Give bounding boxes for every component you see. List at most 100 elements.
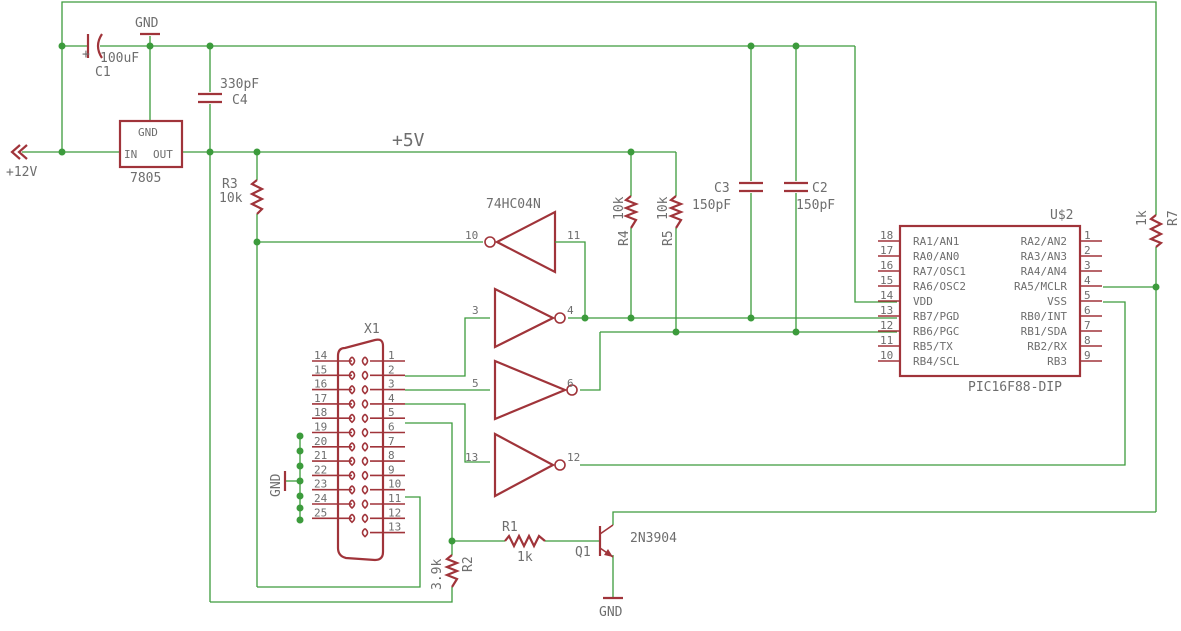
svg-text:GND: GND: [599, 605, 623, 620]
x1-pin-number: 12: [388, 506, 401, 519]
pic-pin-number: 17: [880, 244, 893, 257]
svg-text:X1: X1: [364, 322, 380, 337]
db25-connector-x1: X1 1234567891011121314151617181920212223…: [312, 322, 405, 562]
pic-pin-name: RB0/INT: [1021, 310, 1068, 323]
x1-pin-contact: [348, 470, 356, 481]
pic-pin-name: RB7/PGD: [913, 310, 959, 323]
svg-text:C2: C2: [812, 181, 828, 196]
pic-pin-name: RA7/OSC1: [913, 265, 966, 278]
junctions: [58, 42, 1160, 545]
x1-pin-number: 17: [314, 392, 327, 405]
svg-text:10k: 10k: [219, 191, 243, 206]
x1-pin-number: 19: [314, 421, 327, 434]
capacitor-c1: + 100uF C1: [82, 33, 139, 80]
x1-pin-contact: [361, 384, 369, 395]
svg-text:GND: GND: [138, 126, 158, 139]
svg-text:12: 12: [567, 451, 580, 464]
x1-pin-number: 14: [314, 349, 328, 362]
pic-pin-number: 6: [1084, 304, 1091, 317]
svg-text:11: 11: [567, 229, 580, 242]
svg-text:C3: C3: [714, 181, 730, 196]
pic-pin-name: RA6/OSC2: [913, 280, 966, 293]
svg-text:Q1: Q1: [575, 545, 591, 560]
x1-pin-contact: [348, 370, 356, 381]
pic-pin-number: 15: [880, 274, 893, 287]
svg-text:+: +: [82, 47, 90, 62]
pic-pin-number: 7: [1084, 319, 1091, 332]
pic-pin-number: 9: [1084, 349, 1091, 362]
pic-pin-name: RB3: [1047, 355, 1067, 368]
x1-pin-number: 18: [314, 406, 327, 419]
supply-input: +12V: [6, 144, 37, 180]
svg-text:+12V: +12V: [6, 165, 37, 180]
x1-pin-number: 5: [388, 406, 395, 419]
svg-text:150pF: 150pF: [796, 198, 835, 213]
x1-pin-contact: [361, 370, 369, 381]
inverter-gate-4: 13 12: [465, 432, 580, 498]
svg-text:5: 5: [472, 377, 479, 390]
x1-pin-contact: [348, 399, 356, 409]
svg-text:PIC16F88-DIP: PIC16F88-DIP: [968, 380, 1062, 395]
pic-pin-name: VDD: [913, 295, 933, 308]
wires: [22, 1, 1157, 603]
x1-pin-contact: [348, 485, 356, 495]
x1-pin-number: 16: [314, 378, 327, 391]
capacitor-c4: 330pF C4: [198, 77, 259, 108]
resistor-r1: R1 1k: [502, 520, 546, 565]
x1-pin-contact: [361, 527, 369, 538]
svg-text:R2: R2: [461, 556, 476, 572]
x1-pin-contact: [348, 427, 356, 438]
resistor-r7: 1k R7: [1135, 210, 1181, 248]
pic-pin-number: 11: [880, 334, 893, 347]
pic-pin-number: 1: [1084, 229, 1091, 242]
x1-pin-contact: [361, 470, 369, 481]
x1-pin-contact: [361, 499, 369, 510]
pic-pin-number: 8: [1084, 334, 1091, 347]
x1-pin-number: 24: [314, 492, 328, 505]
x1-pin-number: 10: [388, 478, 401, 491]
pic-pin-number: 5: [1084, 289, 1091, 302]
svg-text:4: 4: [567, 304, 574, 317]
x1-pin-contact: [348, 442, 356, 452]
x1-pin-contact: [361, 513, 369, 524]
inverter-gate-3: 5 6: [472, 359, 578, 421]
svg-text:1k: 1k: [517, 550, 533, 565]
svg-text:OUT: OUT: [153, 148, 173, 161]
svg-text:13: 13: [465, 451, 478, 464]
transistor-q1: Q1 2N3904: [575, 524, 677, 560]
x1-pin-number: 7: [388, 435, 395, 448]
pic-pin-name: RB5/TX: [913, 340, 953, 353]
pic-pin-name: RA0/AN0: [913, 250, 959, 263]
pic-pin-name: RB1/SDA: [1021, 325, 1068, 338]
pic-pin-name: RA5/MCLR: [1014, 280, 1067, 293]
inverter-gate-1: 74HC04N 11 10: [465, 197, 580, 274]
svg-text:150pF: 150pF: [692, 198, 731, 213]
x1-pin-contact: [348, 384, 356, 395]
svg-text:6: 6: [567, 377, 574, 390]
svg-text:330pF: 330pF: [220, 77, 259, 92]
x1-pin-number: 22: [314, 463, 327, 476]
pic-pin-name: RB6/PGC: [913, 325, 959, 338]
x1-pin-contact: [361, 485, 369, 495]
pic-pin-name: RA1/AN1: [913, 235, 959, 248]
svg-text:R7: R7: [1166, 210, 1181, 226]
x1-pin-number: 8: [388, 449, 395, 462]
x1-pin-number: 13: [388, 521, 401, 534]
svg-text:10k: 10k: [656, 196, 671, 220]
x1-pin-number: 9: [388, 463, 395, 476]
regulator-7805: GND IN OUT 7805: [118, 119, 184, 186]
svg-text:C4: C4: [232, 93, 248, 108]
svg-text:U$2: U$2: [1050, 208, 1073, 223]
svg-text:R5: R5: [661, 230, 676, 246]
resistor-r5: 10k R5: [656, 195, 684, 246]
pic-pin-number: 13: [880, 304, 893, 317]
pic-pin-number: 16: [880, 259, 893, 272]
resistor-r3: R3 10k: [219, 177, 265, 215]
svg-text:100uF: 100uF: [100, 51, 139, 66]
x1-pin-number: 25: [314, 506, 327, 519]
x1-pin-contact: [348, 356, 356, 367]
x1-pin-number: 23: [314, 478, 327, 491]
svg-text:74HC04N: 74HC04N: [486, 197, 541, 212]
x1-pin-contact: [361, 456, 369, 467]
x1-pin-contact: [348, 456, 356, 467]
